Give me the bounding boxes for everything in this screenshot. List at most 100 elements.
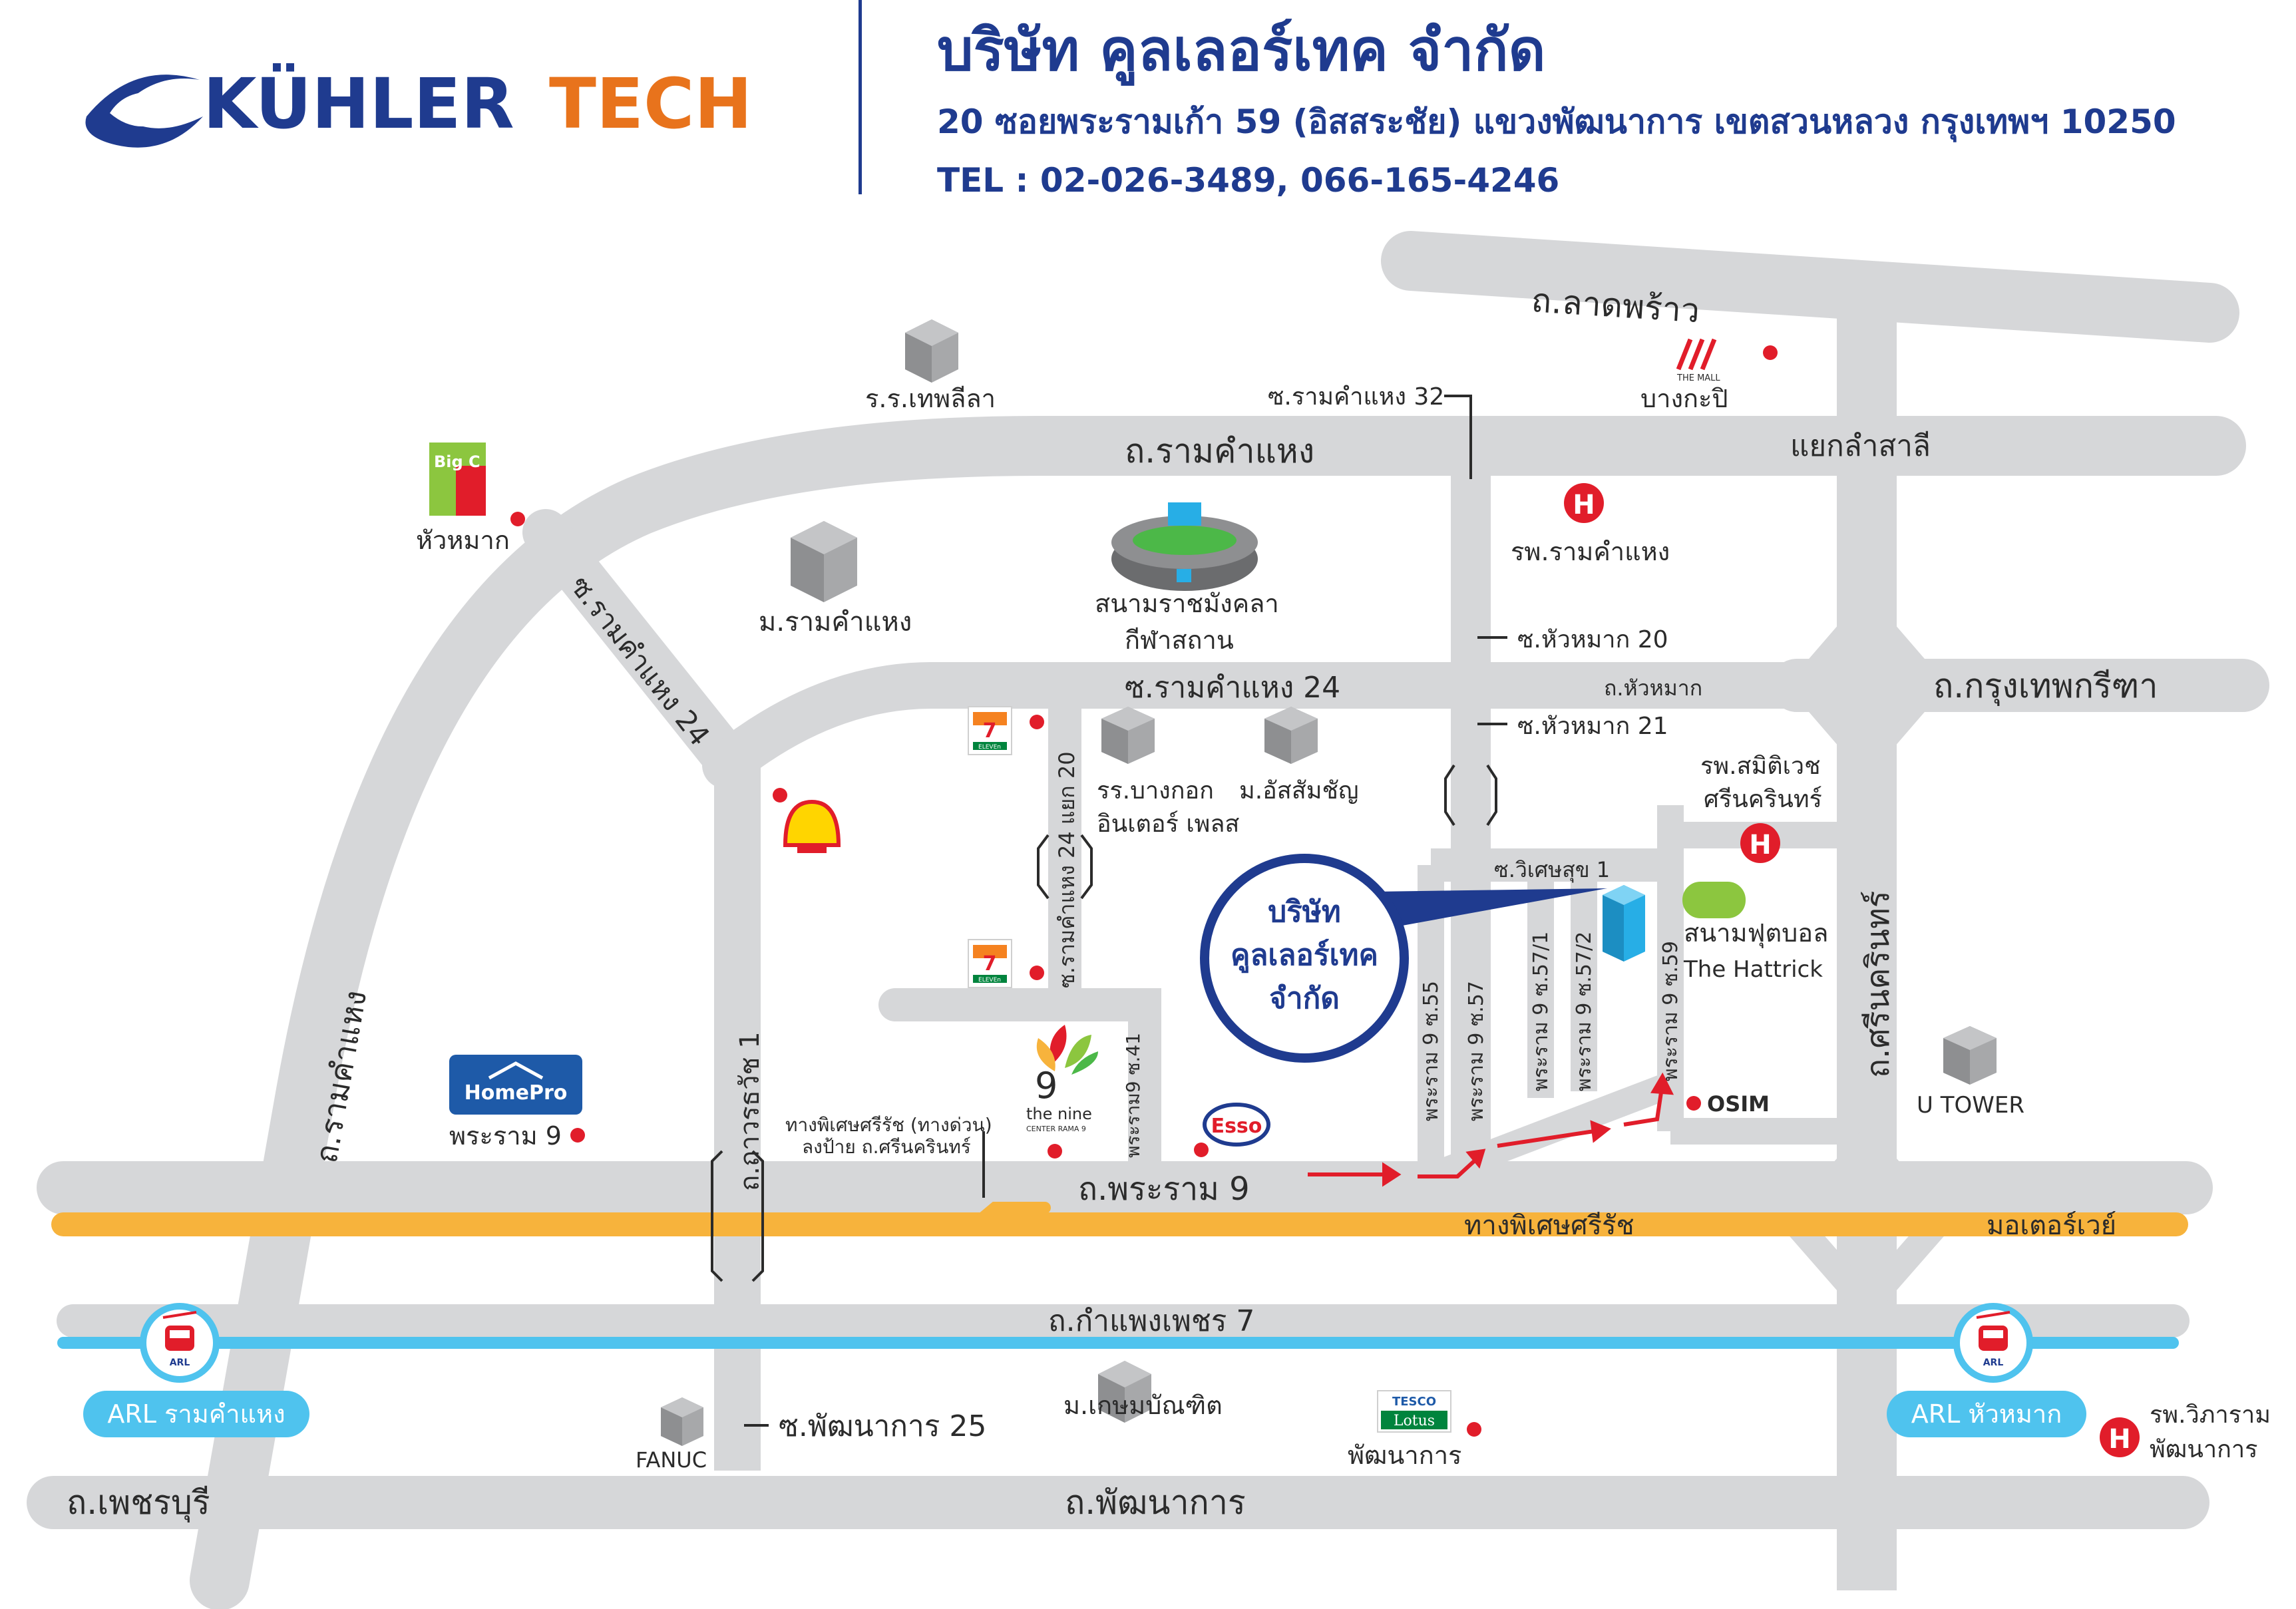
- label-soi-huamak21: ซ.หัวหมาก 21: [1517, 713, 1668, 740]
- svg-text:9: 9: [1035, 1065, 1057, 1107]
- label-football-line1: สนามฟุตบอล: [1684, 918, 1828, 948]
- company-callout-line2: คูลเลอร์เทค: [1231, 938, 1378, 973]
- svg-text:7: 7: [983, 719, 997, 743]
- homepro-logo: HomePro: [449, 1055, 582, 1115]
- label-thawornwat1: ถ.ถาวรธวัช 1: [735, 1031, 765, 1191]
- svg-text:TESCO: TESCO: [1392, 1395, 1436, 1409]
- building-cube-icon: [791, 521, 857, 602]
- label-krungthep-kreetha: ถ.กรุงเทพกรีฑา: [1933, 667, 2158, 706]
- marker-dot-icon: [510, 512, 525, 526]
- seven-eleven-logo: 7 ELEVEn: [968, 706, 1012, 755]
- roads: [27, 231, 2269, 1609]
- landmarks: ร.ร.เทพลีลา ม.รามคำแหง สนามราชมังคลา กีฬ…: [83, 319, 2271, 1473]
- route-arrow-icon: [1497, 1129, 1595, 1148]
- road-ramkhamhaeng: [190, 416, 2246, 1609]
- arl-station-ramkhamhaeng: ARL ARL รามคำแหง: [83, 1303, 309, 1437]
- header: KÜHLER TECH บริษัท คูลเลอร์เทค จำกัด 20 …: [85, 0, 2176, 200]
- svg-text:ELEVEn: ELEVEn: [978, 744, 1001, 751]
- label-yaek-lamsali: แยกลำสาลี: [1790, 429, 1931, 463]
- label-vibharam-line1: รพ.วิภาราม: [2150, 1401, 2271, 1429]
- leader-lines: [744, 395, 1507, 1427]
- label-ram-hospital: รพ.รามคำแหง: [1511, 537, 1670, 566]
- marker-dot-icon: [1030, 966, 1044, 980]
- marker-dot-icon: [1048, 1144, 1062, 1159]
- label-samitivej-line1: รพ.สมิติเวช: [1700, 753, 1821, 780]
- swoosh-logo-icon: [85, 75, 203, 148]
- label-fanuc: FANUC: [636, 1447, 707, 1473]
- building-cube-icon: [1098, 1361, 1151, 1423]
- company-marker[interactable]: บริษัท คูลเลอร์เทค จำกัด: [1200, 854, 1645, 1063]
- company-address: 20 ซอยพระรามเก้า 59 (อิสสระชัย) แขวงพัฒน…: [937, 102, 2176, 142]
- logo-text-tech: TECH: [549, 63, 752, 144]
- kuhler-logo: KÜHLER TECH: [85, 63, 752, 148]
- company-callout: [1200, 854, 1409, 1063]
- label-phetchaburi: ถ.เพชรบุรี: [67, 1483, 210, 1522]
- label-the-mall: บางกะปิ: [1640, 384, 1728, 413]
- svg-text:H: H: [1749, 830, 1771, 860]
- svg-text:HomePro: HomePro: [465, 1081, 568, 1105]
- label-soi-ram32: ซ.รามคำแหง 32: [1268, 383, 1444, 411]
- train-icon: [162, 1311, 197, 1351]
- label-rama9-59: พระราม 9 ซ.59: [1659, 941, 1682, 1081]
- building-cube-icon: [905, 319, 958, 383]
- the-nine-logo: 9 the nine CENTER RAMA 9: [1026, 1025, 1098, 1133]
- svg-text:H: H: [1573, 490, 1595, 520]
- company-callout-line3: จำกัด: [1269, 982, 1340, 1015]
- label-kamphaengphet7: ถ.กำแพงเพชร 7: [1048, 1304, 1254, 1338]
- label-expressway-exit-1: ทางพิเศษศรีรัช (ทางด่วน): [785, 1114, 992, 1136]
- tesco-lotus-logo: TESCO Lotus: [1377, 1390, 1451, 1433]
- svg-text:Lotus: Lotus: [1394, 1413, 1435, 1429]
- marker-dot-icon: [1467, 1422, 1481, 1437]
- hospital-icon: H: [1740, 823, 1780, 863]
- building-cube-icon: [1101, 707, 1155, 764]
- road-soi-ram24-diag: [522, 509, 755, 789]
- label-rama9-55: พระราม 9 ซ.55: [1420, 981, 1443, 1121]
- label-rama9-57: พระราม 9 ซ.57: [1465, 981, 1488, 1121]
- label-ramkhamhaeng: ถ.รามคำแหง: [1125, 432, 1314, 470]
- route-arrow-icon: [1623, 1087, 1664, 1127]
- label-expressway-exit-2: ลงป้าย ถ.ศรีนครินทร์: [802, 1136, 971, 1158]
- shell-logo-icon: [783, 799, 841, 853]
- the-mall-logo-text: THE MALL: [1676, 373, 1720, 383]
- marker-dot-icon: [1763, 345, 1778, 360]
- svg-text:7: 7: [983, 952, 997, 976]
- osim-logo: OSIM: [1707, 1091, 1770, 1117]
- building-cube-icon: [1264, 707, 1318, 764]
- marker-dot-icon: [773, 788, 787, 803]
- label-rama9-57-1: พระราม 9 ซ.57/1: [1529, 932, 1553, 1091]
- label-si-rat-expressway: ทางพิเศษศรีรัช: [1464, 1210, 1634, 1241]
- bigc-logo: Big C: [429, 443, 486, 516]
- marker-dot-icon: [1194, 1143, 1209, 1157]
- label-football-line2: The Hattrick: [1683, 956, 1823, 983]
- seven-eleven-logo: 7 ELEVEn: [968, 939, 1012, 988]
- hospital-icon: H: [1564, 483, 1604, 523]
- logo-text-kuhler: KÜHLER: [203, 63, 514, 144]
- label-homepro: พระราม 9: [449, 1121, 562, 1151]
- header-divider: [859, 0, 862, 194]
- company-tel: TEL : 02-026-3489, 066-165-4246: [937, 161, 1559, 200]
- label-arl-huamak: ARL หัวหมาก: [1911, 1399, 2062, 1429]
- label-soi-wisetsuk1: ซ.วิเศษสุข 1: [1494, 857, 1610, 883]
- expressway-exit-ramp: [969, 1202, 1051, 1230]
- label-soi-huamak20: ซ.หัวหมาก 20: [1517, 626, 1668, 653]
- label-vibharam-line2: พัฒนาการ: [2150, 1436, 2257, 1463]
- label-soi-phatthanakan25: ซ.พัฒนาการ 25: [779, 1409, 986, 1443]
- company-callout-line1: บริษัท: [1268, 895, 1341, 929]
- marker-dot-icon: [1686, 1096, 1701, 1111]
- arl-station-huamak: ARL ARL หัวหมาก: [1887, 1303, 2086, 1437]
- svg-text:ARL: ARL: [170, 1357, 190, 1368]
- building-cube-icon: [1943, 1026, 1997, 1085]
- svg-text:Esso: Esso: [1211, 1115, 1262, 1138]
- label-motorway: มอเตอร์เวย์: [1987, 1210, 2116, 1241]
- hospital-icon: H: [2100, 1417, 2140, 1457]
- label-rama9-41: พระราม9 ซ.41: [1122, 1033, 1144, 1158]
- road-latphrao: [1381, 231, 2239, 343]
- svg-text:ELEVEn: ELEVEn: [978, 977, 1001, 983]
- label-ram24-yaek20: ซ.รามคำแหง 24 แยก 20: [1054, 751, 1079, 988]
- label-srinakarin: ถ.ศรีนครินทร์: [1859, 890, 1897, 1078]
- road-soi-ram24: [702, 662, 1900, 789]
- esso-logo: Esso: [1203, 1103, 1270, 1147]
- the-mall-logo: THE MALL: [1674, 336, 1720, 383]
- svg-text:H: H: [2108, 1424, 2130, 1455]
